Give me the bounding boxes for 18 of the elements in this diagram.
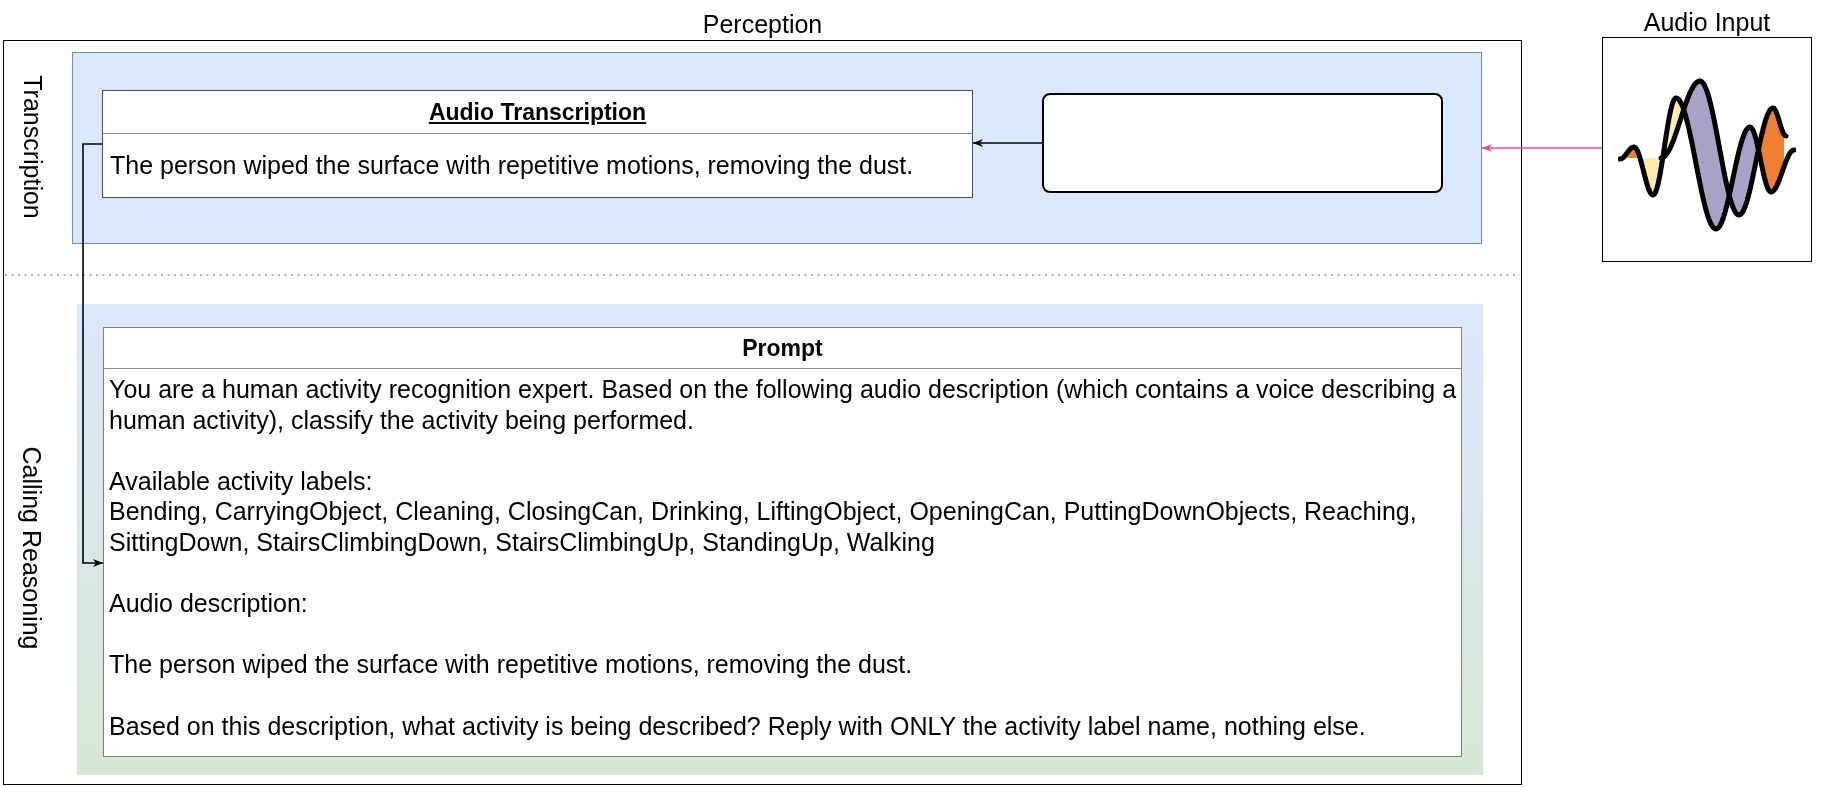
card-title: Audio Transcription <box>428 98 647 126</box>
card-text: Available activity labels: <box>109 465 374 497</box>
arrow <box>1481 144 1603 152</box>
card-text: The person wiped the surface with repetitive motions, removing the dust. <box>109 649 914 680</box>
lane-label: Calling Reasoning <box>16 446 46 650</box>
card-text: Audio description: <box>109 588 309 619</box>
arrow <box>972 139 1043 147</box>
card-text: Bending, CarryingObject, Cleaning, ClosingCan, Drinking, LiftingObject, OpeningCan, PuttingDownObjects, Reaching, SittingDown, StairsClimbingDown, StairsClimbingUp, StandingUp, Walking <box>109 496 1418 558</box>
process-box <box>1042 93 1443 193</box>
card-text: The person wiped the surface with repetitive motions, removing the dust. <box>110 150 915 181</box>
card-title: Prompt <box>742 334 823 362</box>
arrow <box>82 143 104 567</box>
card-text: You are a human activity recognition expert. Based on the following audio description (which contains a voice describing a human activity), classify the activity being performed. <box>109 374 1458 436</box>
card-text: Based on this description, what activity is being described? Reply with ONLY the activity label name, nothing else. <box>109 710 1367 742</box>
lane-label: Transcription <box>17 75 47 219</box>
box-title: Audio Input <box>1643 8 1771 37</box>
transcription-card <box>102 90 973 198</box>
pool-title: Perception <box>702 10 823 39</box>
